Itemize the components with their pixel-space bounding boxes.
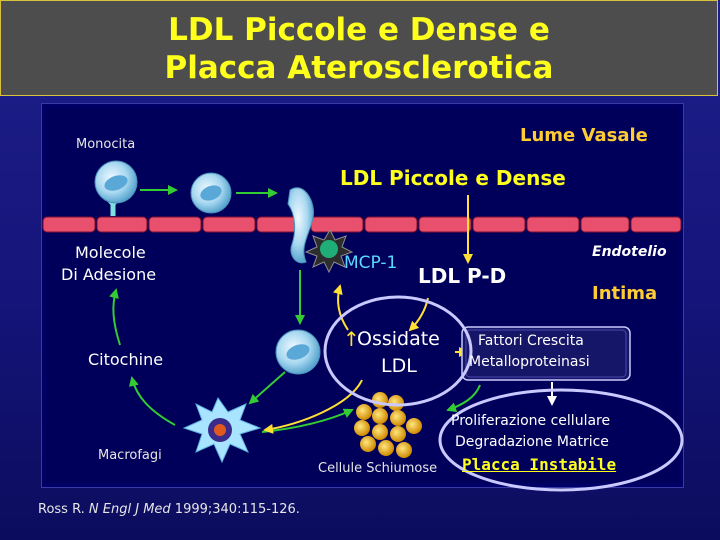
citation-author: Ross R. — [38, 502, 89, 517]
label-degradazione: Degradazione Matrice — [455, 434, 609, 450]
label-cellule-schiumose: Cellule Schiumose — [318, 461, 438, 476]
label-ldl-pd: LDL P-D — [418, 264, 507, 288]
arrow-oxidized-to-macrophage — [263, 379, 363, 434]
label-ossidate-ldl: LDL — [381, 355, 417, 377]
title-line-1: LDL Piccole e Dense e — [168, 12, 550, 48]
arrow-oxidized-to-mcp1 — [332, 284, 349, 331]
label-citochine: Citochine — [88, 350, 164, 369]
macrophage-cell — [182, 396, 262, 464]
arrow-to-macrophage — [248, 371, 286, 405]
label-fattori-crescita: Fattori Crescita — [478, 333, 584, 349]
label-endotelio: Endotelio — [592, 244, 667, 260]
label-mcp1: MCP-1 — [344, 253, 398, 273]
arrow-citochine-to-molecole — [109, 288, 121, 346]
label-molecole: Molecole — [75, 243, 146, 262]
plaque-highlight — [438, 388, 684, 492]
label-ldl-piccole-dense: LDL Piccole e Dense — [340, 166, 566, 190]
label-monocita: Monocita — [76, 137, 136, 152]
citation-ref: 1999;340:115-126. — [170, 502, 300, 517]
label-di-adesione: Di Adesione — [61, 265, 157, 284]
title-bar: LDL Piccole e Dense e Placca Aterosclero… — [0, 0, 718, 96]
title-line-2: Placca Aterosclerotica — [164, 50, 554, 86]
arrow-macrophage-to-citochine — [128, 376, 176, 426]
label-intima: Intima — [592, 283, 658, 304]
label-proliferazione: Proliferazione cellulare — [451, 413, 611, 429]
oxidized-ldl-highlight — [323, 295, 473, 407]
monocyte-cell-1 — [94, 160, 138, 204]
citation: Ross R. N Engl J Med 1999;340:115-126. — [38, 502, 300, 517]
foam-cells-cluster — [354, 392, 422, 458]
label-ossidate: Ossidate — [357, 328, 440, 350]
monocyte-cell-2 — [190, 172, 232, 214]
label-lume-vasale: Lume Vasale — [520, 125, 648, 146]
label-placca-instabile: Placca Instabile — [462, 455, 617, 474]
citation-journal: N Engl J Med — [88, 502, 171, 517]
label-ossidate-arrow: ↑ — [343, 327, 360, 351]
arrow-fattori-to-foam — [446, 384, 481, 413]
monocyte-cell-3 — [275, 329, 321, 375]
fattori-box — [461, 326, 631, 381]
monocyte-transmigrating — [287, 187, 314, 264]
label-metalloproteinasi: Metalloproteinasi — [469, 354, 590, 370]
mcp1-chemokine-icon — [304, 228, 354, 274]
endothelium-layer — [42, 216, 682, 233]
label-macrofagi: Macrofagi — [98, 448, 162, 463]
arrow-ldl-to-oxidized — [408, 297, 429, 332]
